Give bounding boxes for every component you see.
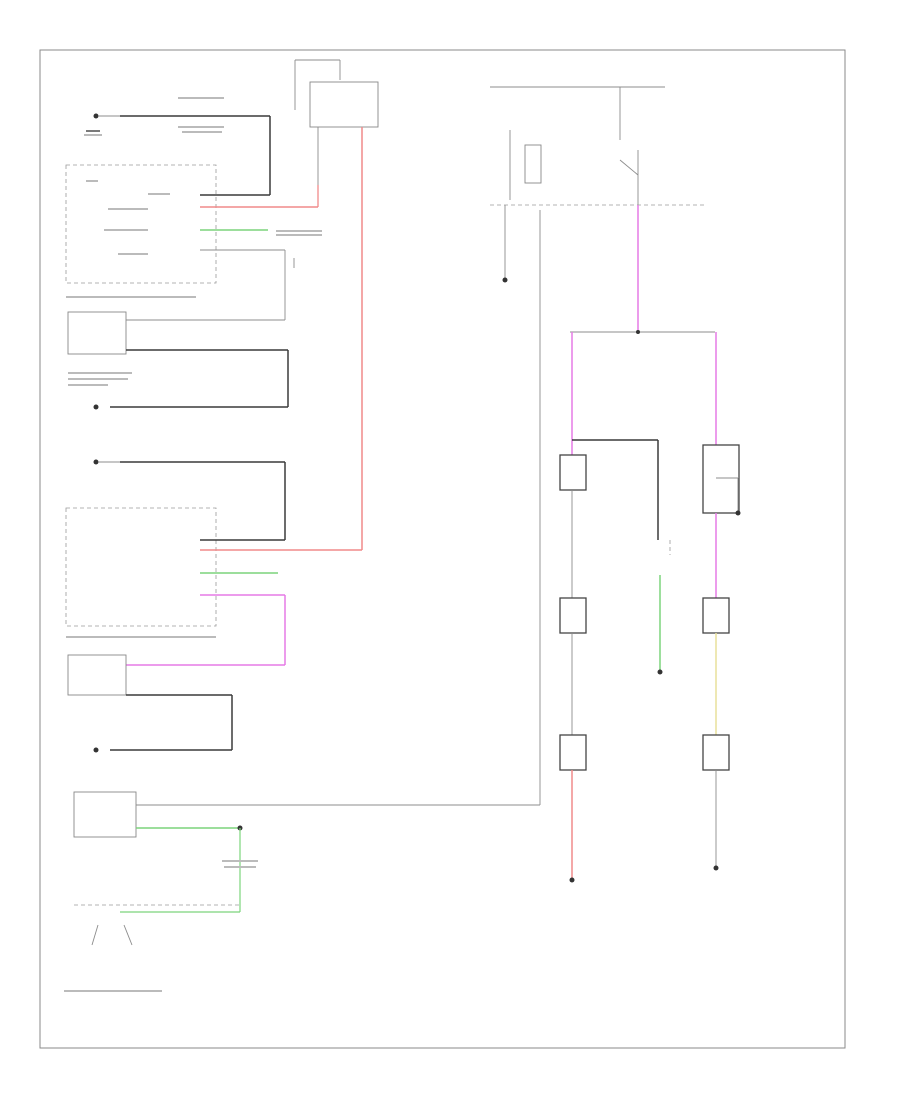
left-front-actuator-box	[559, 597, 587, 634]
left-rear-actuator-box	[559, 454, 587, 491]
relay-coil-box	[524, 144, 542, 184]
center-fuse-runs	[293, 59, 379, 550]
ground-point-g8	[735, 510, 741, 516]
ground-point-g7	[657, 669, 663, 675]
diagram-border	[39, 49, 846, 1049]
pink-feed-group	[570, 205, 717, 455]
ground-point-g9	[713, 865, 719, 871]
splice-point	[636, 330, 640, 334]
ground-point-g3	[93, 459, 99, 465]
body-control-module-group	[64, 210, 541, 992]
left-rear-actuator-group	[559, 439, 671, 883]
driver-door-lock-switch-group	[65, 97, 322, 320]
passenger-module-group	[67, 654, 233, 753]
ground-point-g2	[93, 404, 99, 410]
keyless-receiver-box	[67, 311, 127, 355]
ground-point-g1	[93, 113, 99, 119]
right-rear-actuator-box	[702, 444, 740, 514]
relay-group	[490, 86, 705, 283]
right-rear-actuator-group	[702, 444, 741, 871]
fuse-block	[309, 81, 379, 128]
keyless-receiver-group	[67, 311, 289, 410]
body-control-module-box	[73, 791, 137, 838]
right-front-actuator-box-b	[702, 734, 730, 771]
driver-door-lock-switch-box	[65, 164, 217, 284]
passenger-module-box	[67, 654, 127, 696]
ground-point-g4	[93, 747, 99, 753]
ground-point-g5	[502, 277, 508, 283]
right-mid-actuator-box	[702, 597, 730, 634]
ground-point-g6	[569, 877, 575, 883]
passenger-door-lock-switch-box	[65, 507, 217, 627]
passenger-door-lock-switch-group	[65, 459, 362, 666]
right-front-actuator-box-a	[559, 734, 587, 771]
